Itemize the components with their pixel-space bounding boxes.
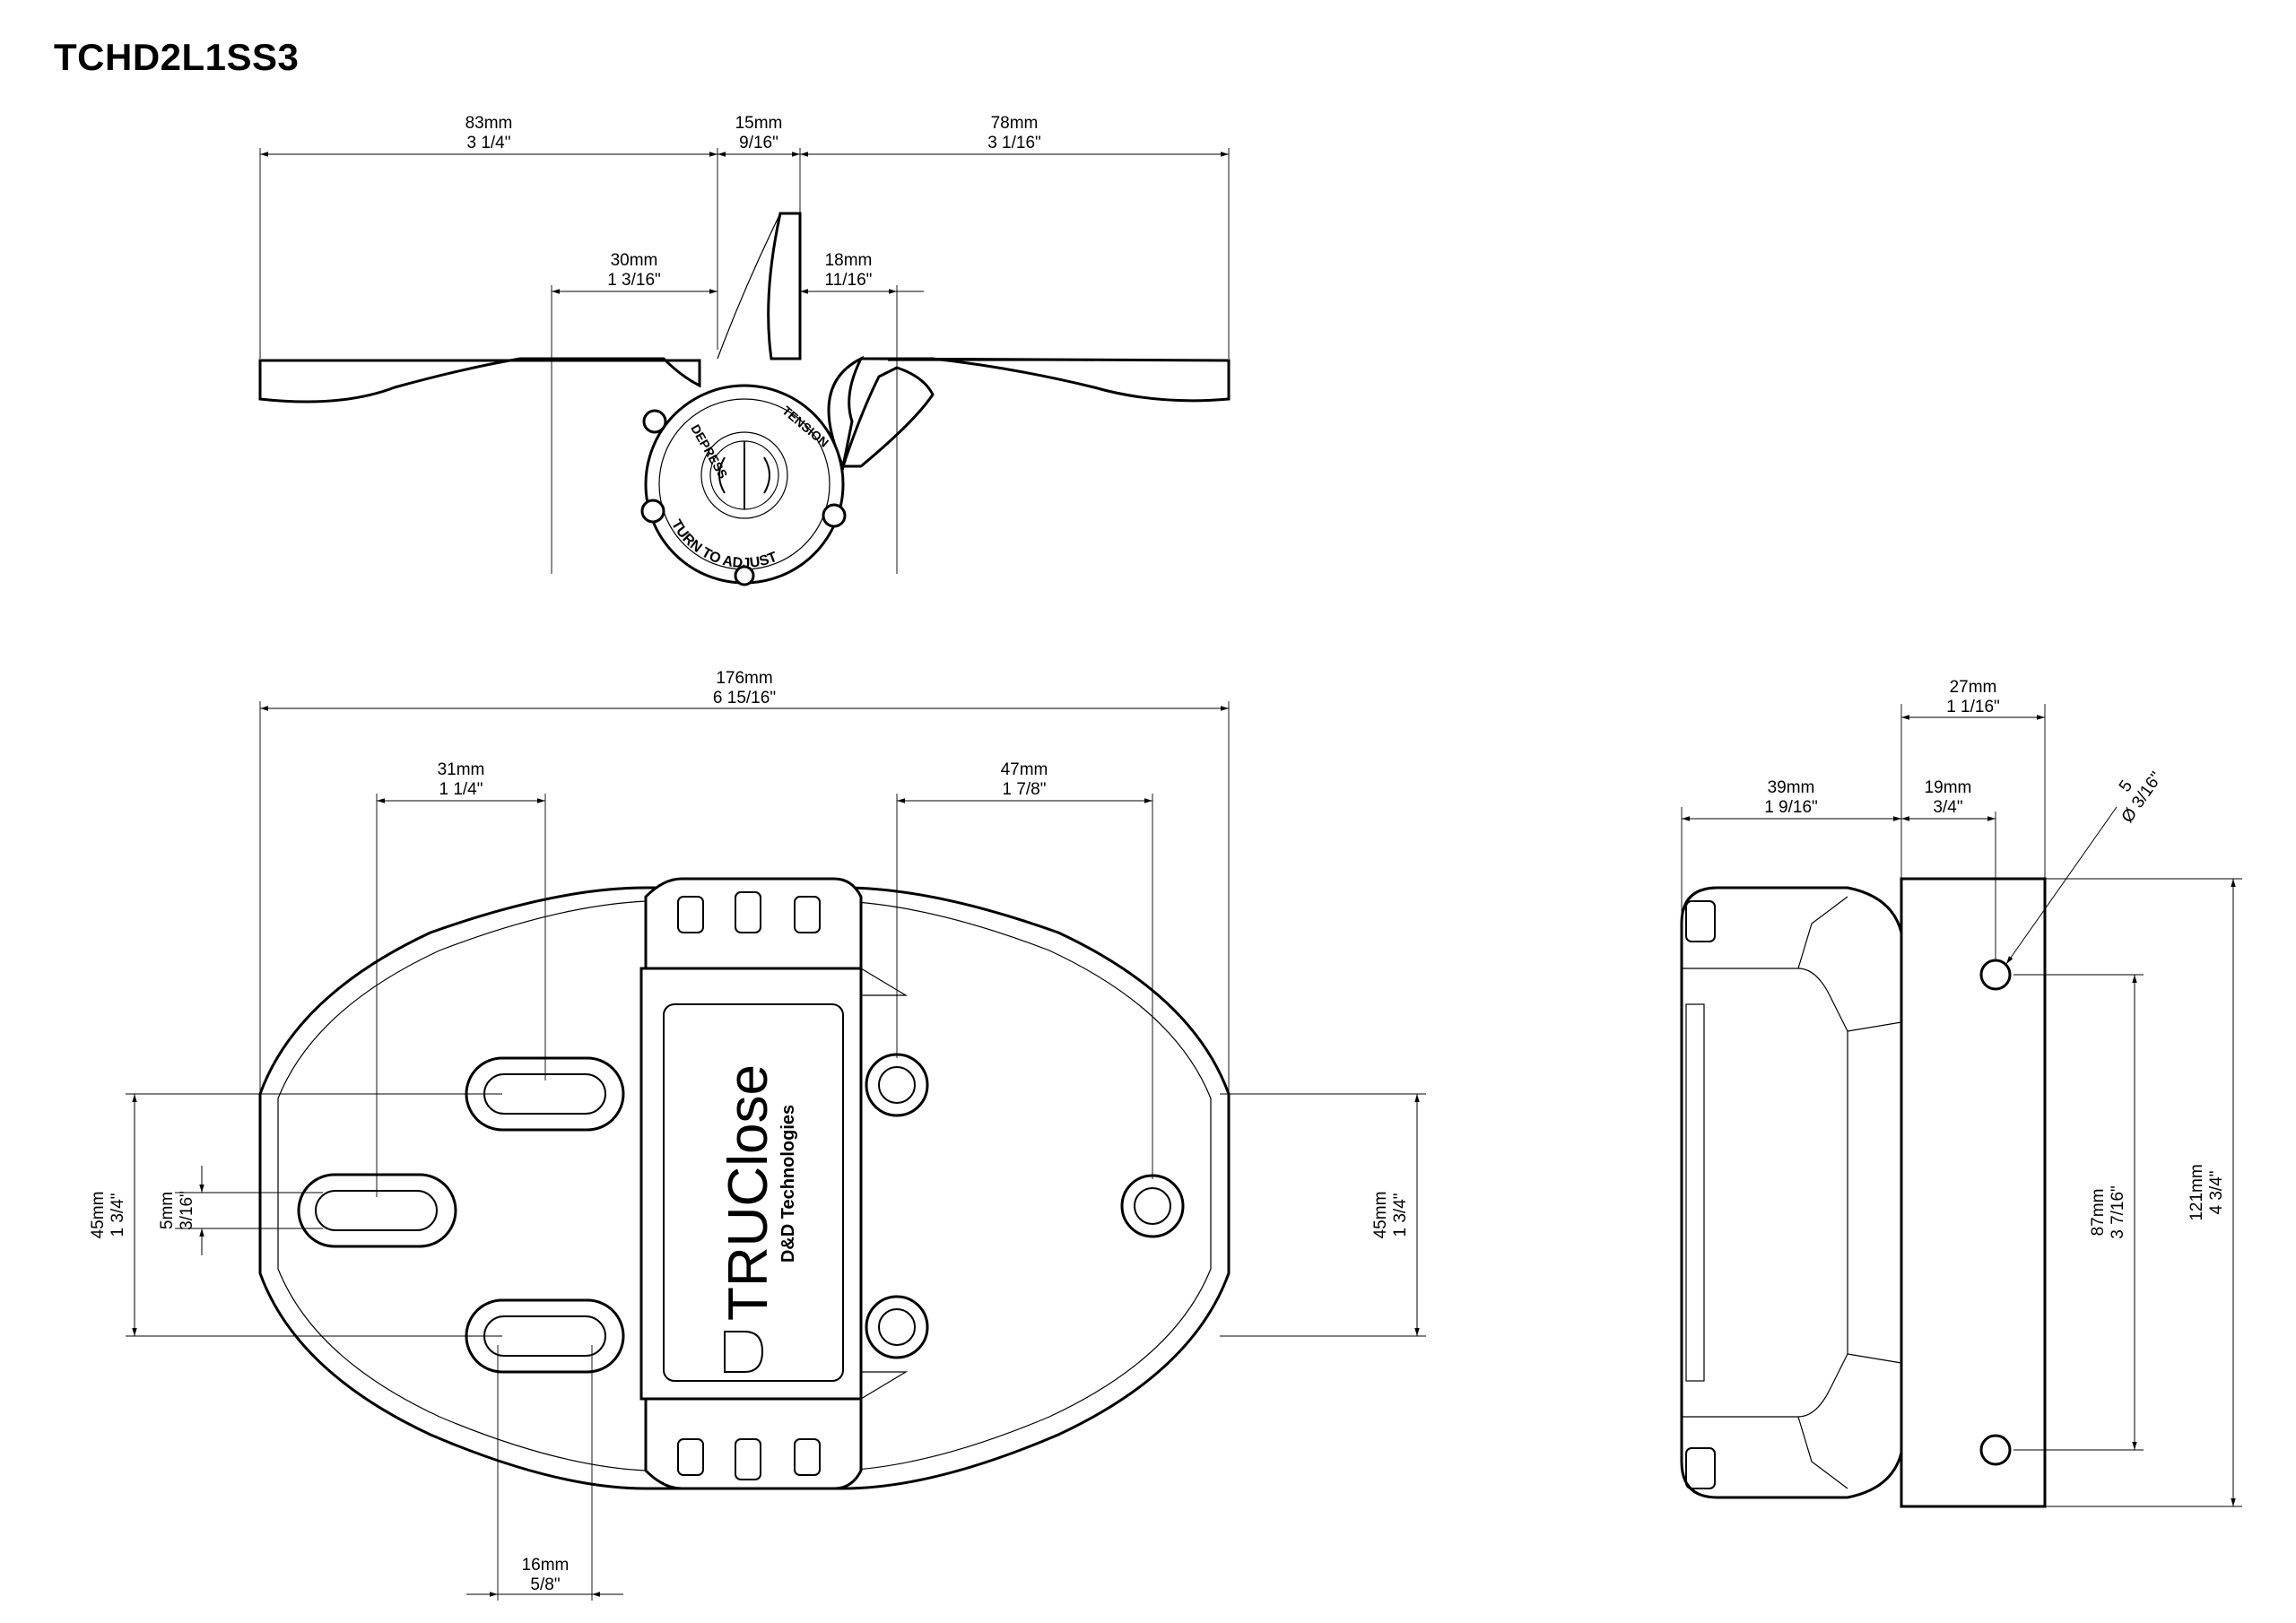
svg-text:6 15/16": 6 15/16" xyxy=(713,689,776,707)
svg-text:1 1/16": 1 1/16" xyxy=(1946,698,2000,716)
dim-front-right-height: 45mm 1 3/4" xyxy=(1371,1192,1410,1239)
dim-top-right: 78mm 3 1/16" xyxy=(987,114,1041,152)
slot-middle xyxy=(297,1173,457,1248)
svg-text:5/8": 5/8" xyxy=(530,1575,560,1594)
dim-side-hole-dia: 5 Ø 3/16" xyxy=(2116,768,2167,826)
top-view: TURN TO ADJUST DEPRESS TENSION 83mm 3 1/… xyxy=(258,114,1231,586)
hole-right xyxy=(1120,1174,1185,1238)
svg-text:16mm: 16mm xyxy=(522,1556,570,1575)
svg-text:11/16": 11/16" xyxy=(825,271,873,290)
dim-side-depth: 27mm 1 1/16" xyxy=(1946,678,2000,716)
top-upright-fin xyxy=(767,212,802,360)
svg-text:45mm: 45mm xyxy=(1371,1192,1390,1239)
svg-text:31mm: 31mm xyxy=(438,760,485,779)
dim-side-body: 39mm 1 9/16" xyxy=(1764,778,1818,817)
svg-text:3 1/16": 3 1/16" xyxy=(987,134,1041,152)
dim-top-inner-left: 30mm 1 3/16" xyxy=(607,251,661,290)
dim-top-inner-right: 18mm 11/16" xyxy=(825,251,873,290)
svg-text:78mm: 78mm xyxy=(991,114,1039,133)
brand-logo: TRUClose D&D Technologies xyxy=(718,1064,798,1321)
front-center-panel xyxy=(639,967,863,1401)
dim-side-hole-offset: 19mm 3/4" xyxy=(1925,778,1972,817)
dim-front-hole-spacing: 47mm 1 7/8" xyxy=(1001,760,1048,799)
dim-top-mid: 15mm 9/16" xyxy=(735,114,783,152)
svg-text:3/16": 3/16" xyxy=(178,1191,196,1230)
svg-text:4 3/4": 4 3/4" xyxy=(2207,1170,2226,1214)
hole-upper xyxy=(865,1053,929,1117)
svg-text:1 3/4": 1 3/4" xyxy=(109,1193,127,1237)
svg-text:TRUClose: TRUClose xyxy=(718,1064,779,1321)
svg-text:83mm: 83mm xyxy=(465,114,513,133)
svg-text:1 9/16": 1 9/16" xyxy=(1764,798,1818,817)
brand-mark-icon xyxy=(724,1331,764,1373)
side-hole-lower xyxy=(1979,1434,2012,1466)
dim-front-slot-width: 5mm 3/16" xyxy=(158,1191,196,1230)
svg-text:5mm: 5mm xyxy=(158,1192,177,1229)
svg-text:176mm: 176mm xyxy=(716,669,772,688)
front-top-knuckle xyxy=(644,877,863,970)
svg-text:1 3/16": 1 3/16" xyxy=(607,271,661,290)
dim-top-left: 83mm 3 1/4" xyxy=(465,114,513,152)
top-right-wing xyxy=(860,357,1231,403)
svg-text:39mm: 39mm xyxy=(1768,778,1815,797)
hole-lower xyxy=(865,1295,929,1359)
svg-text:45mm: 45mm xyxy=(89,1192,108,1239)
svg-text:18mm: 18mm xyxy=(825,251,873,270)
dim-front-slot-length: 16mm 5/8" xyxy=(522,1556,570,1594)
top-left-wing xyxy=(258,357,701,404)
side-hinge-body xyxy=(1680,886,1903,1499)
dim-side-height: 121mm 4 3/4" xyxy=(2187,1164,2226,1220)
svg-text:1 3/4": 1 3/4" xyxy=(1391,1193,1410,1237)
dim-front-overall: 176mm 6 15/16" xyxy=(713,669,776,707)
svg-text:3 7/16": 3 7/16" xyxy=(2109,1185,2127,1239)
side-mount-plate xyxy=(1900,877,2047,1508)
svg-text:15mm: 15mm xyxy=(735,114,783,133)
svg-text:D&D Technologies: D&D Technologies xyxy=(778,1105,798,1263)
svg-text:27mm: 27mm xyxy=(1950,678,1997,697)
svg-text:47mm: 47mm xyxy=(1001,760,1048,779)
side-hole-upper xyxy=(1979,959,2012,991)
svg-text:1 7/8": 1 7/8" xyxy=(1002,780,1046,799)
drawing-title: TCHD2L1SS3 xyxy=(54,36,300,78)
svg-text:121mm: 121mm xyxy=(2187,1164,2206,1220)
dim-front-left-height: 45mm 1 3/4" xyxy=(89,1192,127,1239)
svg-text:87mm: 87mm xyxy=(2089,1189,2108,1237)
front-bottom-knuckle xyxy=(644,1397,863,1490)
dim-front-slot-spacing: 31mm 1 1/4" xyxy=(438,760,485,799)
dim-side-hole-spacing: 87mm 3 7/16" xyxy=(2089,1185,2127,1239)
side-view: 27mm 1 1/16" 39mm 1 9/16" 19mm 3/4" 5 Ø … xyxy=(1680,678,2242,1508)
svg-text:3/4": 3/4" xyxy=(1933,798,1962,817)
svg-text:3 1/4": 3 1/4" xyxy=(466,134,510,152)
svg-text:19mm: 19mm xyxy=(1925,778,1972,797)
svg-text:30mm: 30mm xyxy=(611,251,658,270)
svg-text:Ø 3/16": Ø 3/16" xyxy=(2118,768,2167,826)
top-right-arm xyxy=(840,366,935,468)
front-view: TRUClose D&D Technologies xyxy=(89,669,1426,1601)
svg-text:9/16": 9/16" xyxy=(739,134,778,152)
svg-text:1 1/4": 1 1/4" xyxy=(439,780,483,799)
